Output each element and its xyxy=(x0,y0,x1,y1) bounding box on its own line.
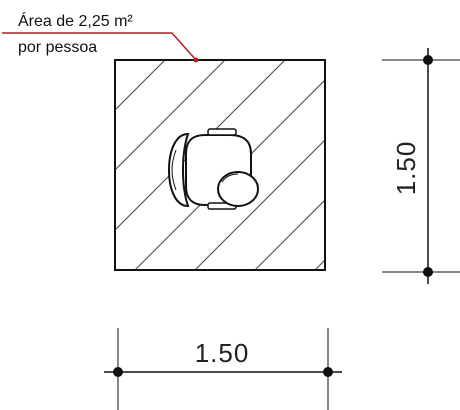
annotation-line-1: Área de 2,25 m² xyxy=(18,11,133,30)
area-annotation: Área de 2,25 m² por pessoa xyxy=(2,11,199,63)
width-tick-right xyxy=(323,367,333,377)
annotation-leader-line xyxy=(2,32,197,61)
height-tick-bottom xyxy=(423,267,433,277)
area-boundary xyxy=(114,59,326,271)
width-tick-left xyxy=(113,367,123,377)
annotation-leader-dot xyxy=(193,57,199,63)
height-dimension: 1.50 xyxy=(382,48,460,284)
office-chair-top-view-icon xyxy=(167,128,259,210)
width-dimension-label: 1.50 xyxy=(195,338,250,368)
width-dimension: 1.50 xyxy=(104,328,342,410)
height-dimension-label: 1.50 xyxy=(391,141,421,196)
annotation-line-2: por pessoa xyxy=(18,39,97,56)
height-tick-top xyxy=(423,55,433,65)
